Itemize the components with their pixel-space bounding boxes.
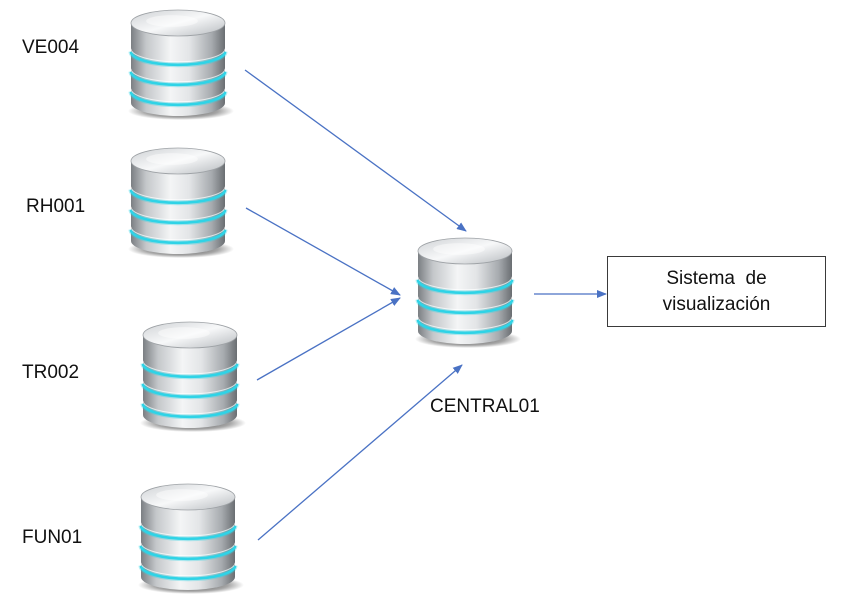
source-label-fun01: FUN01 <box>22 527 83 548</box>
database-icon-ve004 <box>128 9 234 120</box>
database-icon-fun01 <box>138 483 244 594</box>
database-icon-tr002 <box>140 321 246 432</box>
output-box-line1: Sistema de <box>666 267 767 289</box>
database-icon-central01 <box>415 237 521 348</box>
arrow-fun01-to-central <box>257 364 463 541</box>
source-label-tr002: TR002 <box>22 362 80 383</box>
central-label: CENTRAL01 <box>430 396 540 417</box>
output-box: Sistema de visualización <box>607 256 826 327</box>
source-label-ve004: VE004 <box>22 37 80 58</box>
output-box-line2: visualización <box>662 293 771 315</box>
database-icon-rh001 <box>128 147 234 258</box>
arrow-rh001-to-central <box>245 207 401 296</box>
arrow-ve004-to-central <box>244 69 467 232</box>
arrows-layer <box>244 69 607 541</box>
databases-layer <box>128 9 521 594</box>
arrow-tr002-to-central <box>256 297 401 381</box>
source-label-rh001: RH001 <box>26 196 86 217</box>
